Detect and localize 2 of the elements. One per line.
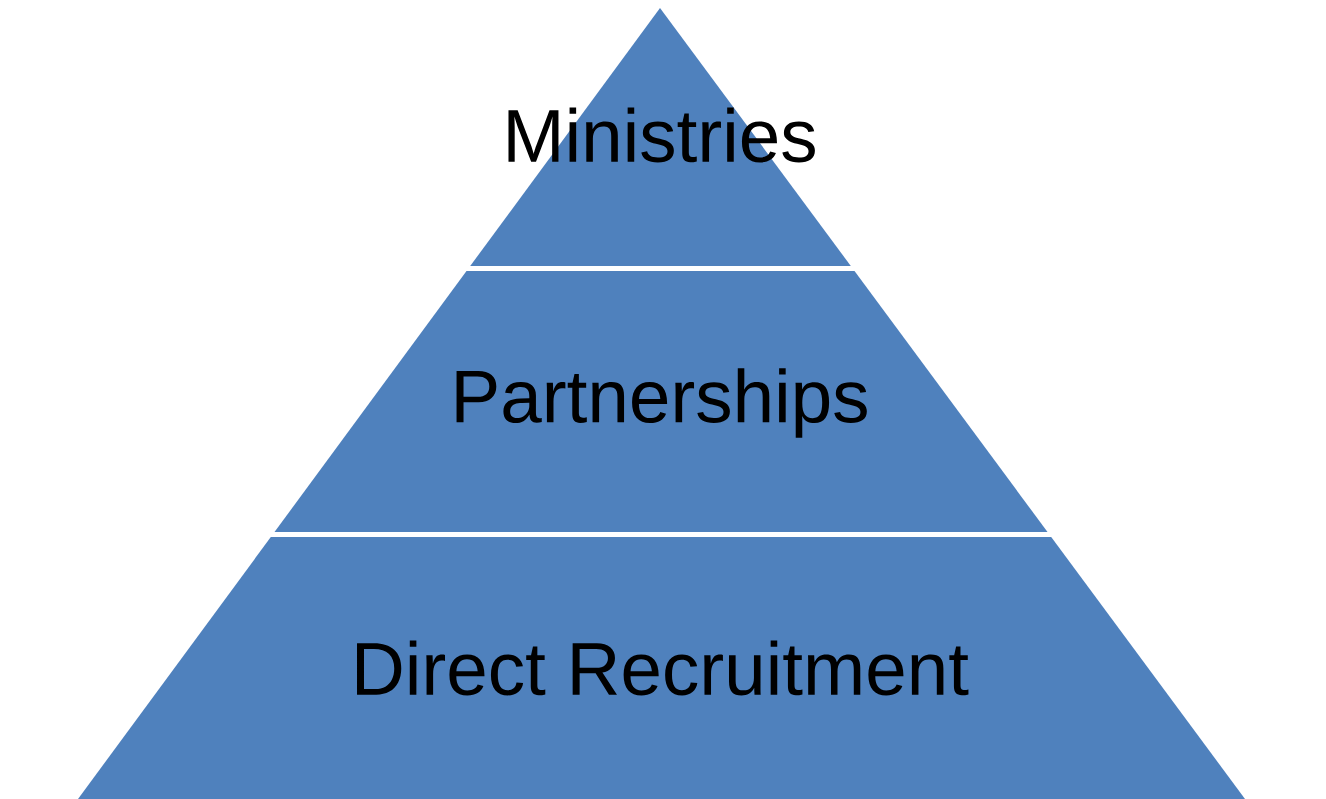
pyramid-tier: Partnerships bbox=[274, 271, 1048, 532]
pyramid-tier: Direct Recruitment bbox=[78, 537, 1245, 799]
